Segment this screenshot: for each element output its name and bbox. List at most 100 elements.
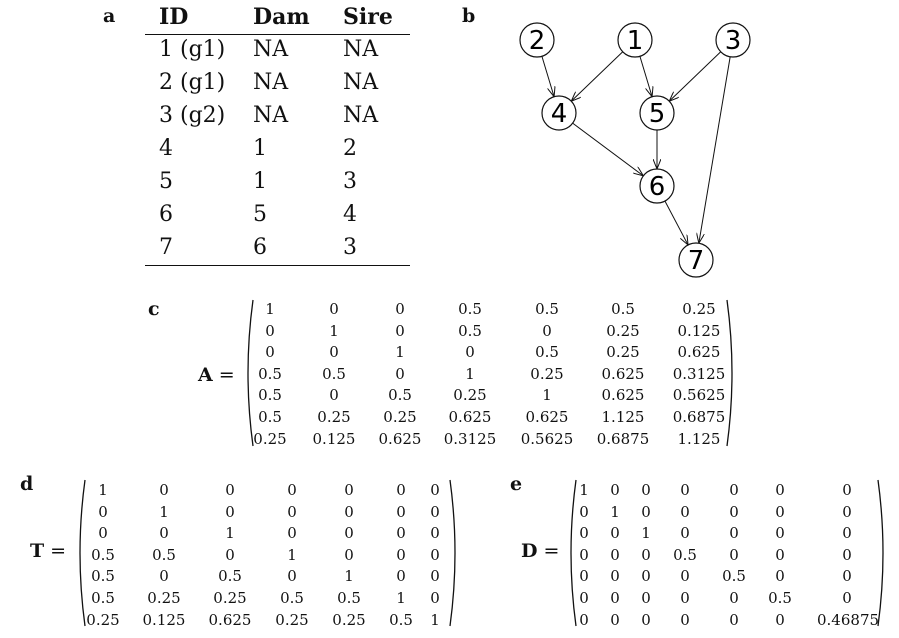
- matrix-d-cell: 0.5: [768, 589, 792, 607]
- right-bracket: [877, 479, 884, 627]
- matrix-d-cell: 0: [729, 524, 739, 543]
- table-cell-sire: 3: [343, 235, 357, 260]
- matrix-d-cell: 0: [641, 589, 651, 607]
- matrix-t-cell: 0.5: [91, 567, 115, 586]
- right-bracket: [449, 479, 456, 627]
- table-cell-dam: NA: [253, 37, 289, 62]
- matrix-t-cell: 0: [396, 545, 406, 564]
- matrix-t-cell: 0.5: [280, 589, 304, 607]
- matrix-d-cell: 0: [775, 481, 785, 499]
- graph-node-circle: [617, 22, 653, 58]
- graph-node-circle: [519, 22, 555, 58]
- matrix-t-cell: 0: [396, 567, 406, 586]
- matrix-a-cell: 0: [395, 321, 405, 340]
- matrix-a-cell: 0.6875: [596, 429, 650, 448]
- matrix-d-cell: 0: [680, 524, 690, 543]
- matrix-a-cell: 0.5: [258, 408, 282, 426]
- matrix-a-symbol: A: [198, 364, 213, 386]
- graph-node-label: 1: [627, 26, 644, 56]
- graph-edge-1-to-5: [639, 56, 652, 95]
- matrix-t-cell: 0.125: [142, 610, 186, 629]
- matrix-a-cell: 0.5: [322, 364, 346, 383]
- matrix-a-cell: 0: [329, 386, 339, 405]
- matrix-a-cell: 0.625: [601, 364, 645, 383]
- panel-label-b: b: [462, 5, 476, 27]
- graph-node-4: 4: [541, 95, 577, 131]
- matrix-d-cell: 0: [680, 610, 690, 629]
- matrix-d-cell: 0: [729, 589, 739, 607]
- matrix-d-cell: 0: [579, 545, 589, 564]
- matrix-d-cell: 0.46875: [817, 610, 880, 629]
- matrix-t-cell: 0: [396, 502, 406, 521]
- table-cell-dam: 5: [253, 202, 267, 227]
- matrix-d-brackets: [570, 479, 884, 627]
- matrix-t-cell: 0: [344, 545, 354, 564]
- matrix-t-cell: 0.5: [91, 545, 115, 564]
- matrix-a-cell: 0.6875: [672, 408, 726, 426]
- matrix-t-cell: 0: [344, 481, 354, 499]
- matrix-d-cell: 0: [680, 567, 690, 586]
- matrix-t-cell: 0: [430, 502, 440, 521]
- graph-node-circle: [678, 242, 714, 278]
- table-cell-sire: 4: [343, 202, 357, 227]
- graph-node-1: 1: [617, 22, 653, 58]
- matrix-t-symbol: T: [30, 540, 45, 562]
- matrix-d-cell: 0: [579, 589, 589, 607]
- matrix-a-label: A =: [198, 364, 235, 386]
- matrix-d-cell: 0: [579, 567, 589, 586]
- matrix-t-cell: 0: [287, 567, 297, 586]
- matrix-d-cell: 1: [579, 481, 589, 499]
- matrix-t-cell: 0.5: [218, 567, 242, 586]
- table-top-rule: [145, 34, 410, 36]
- matrix-t-cell: 0.25: [147, 589, 181, 607]
- matrix-d-label: D =: [521, 540, 560, 562]
- matrix-t-cell: 0: [430, 589, 440, 607]
- graph-node-5: 5: [639, 95, 675, 131]
- matrix-t-cell: 1: [396, 589, 406, 607]
- table-cell-id: 2 (g1): [159, 70, 226, 95]
- matrix-t-cell: 0: [396, 481, 406, 499]
- graph-node-label: 6: [649, 172, 666, 202]
- matrix-a-cell: 0.5: [535, 300, 559, 318]
- matrix-t-cell: 0.5: [152, 545, 176, 564]
- matrix-t-cell: 0.25: [213, 589, 247, 607]
- matrix-a-cell: 0.3125: [443, 429, 497, 448]
- matrix-d-cell: 0: [641, 567, 651, 586]
- matrix-a-cell: 0.3125: [672, 364, 726, 383]
- matrix-a-cell: 0.5: [458, 300, 482, 318]
- matrix-d-cell: 0: [842, 524, 852, 543]
- matrix-d-cell: 0: [579, 610, 589, 629]
- matrix-a-cell: 0: [395, 364, 405, 383]
- table-cell-id: 6: [159, 202, 173, 227]
- matrix-a-cell: 1: [329, 321, 339, 340]
- table-cell-sire: NA: [343, 37, 379, 62]
- matrix-t-cell: 0: [430, 567, 440, 586]
- matrix-a-brackets: [247, 299, 733, 447]
- matrix-t-cell: 0.25: [332, 610, 366, 629]
- matrix-a-cell: 0: [395, 300, 405, 318]
- matrix-d-cell: 0: [729, 545, 739, 564]
- table-header-sire: Sire: [343, 4, 393, 30]
- table-bottom-rule: [145, 265, 410, 267]
- matrix-d-cell: 0: [680, 481, 690, 499]
- matrix-d-cell: 0: [680, 589, 690, 607]
- panel-label-e: e: [510, 473, 523, 495]
- matrix-d-cell: 0: [579, 524, 589, 543]
- matrix-a-cell: 0: [465, 343, 475, 362]
- table-cell-dam: NA: [253, 70, 289, 95]
- matrix-t-cell: 1: [287, 545, 297, 564]
- matrix-t-cell: 1: [159, 502, 169, 521]
- matrix-d-cell: 0: [610, 589, 620, 607]
- matrix-d-cell: 0: [610, 481, 620, 499]
- table-cell-sire: 3: [343, 169, 357, 194]
- matrix-a-cell: 0: [265, 343, 275, 362]
- matrix-a-cell: 0: [265, 321, 275, 340]
- table-cell-id: 7: [159, 235, 173, 260]
- panel-label-c: c: [148, 298, 160, 320]
- right-bracket: [726, 299, 733, 447]
- matrix-d-cell: 0: [729, 481, 739, 499]
- matrix-d-cell: 0: [729, 502, 739, 521]
- graph-node-7: 7: [678, 242, 714, 278]
- graph-node-label: 3: [725, 26, 742, 56]
